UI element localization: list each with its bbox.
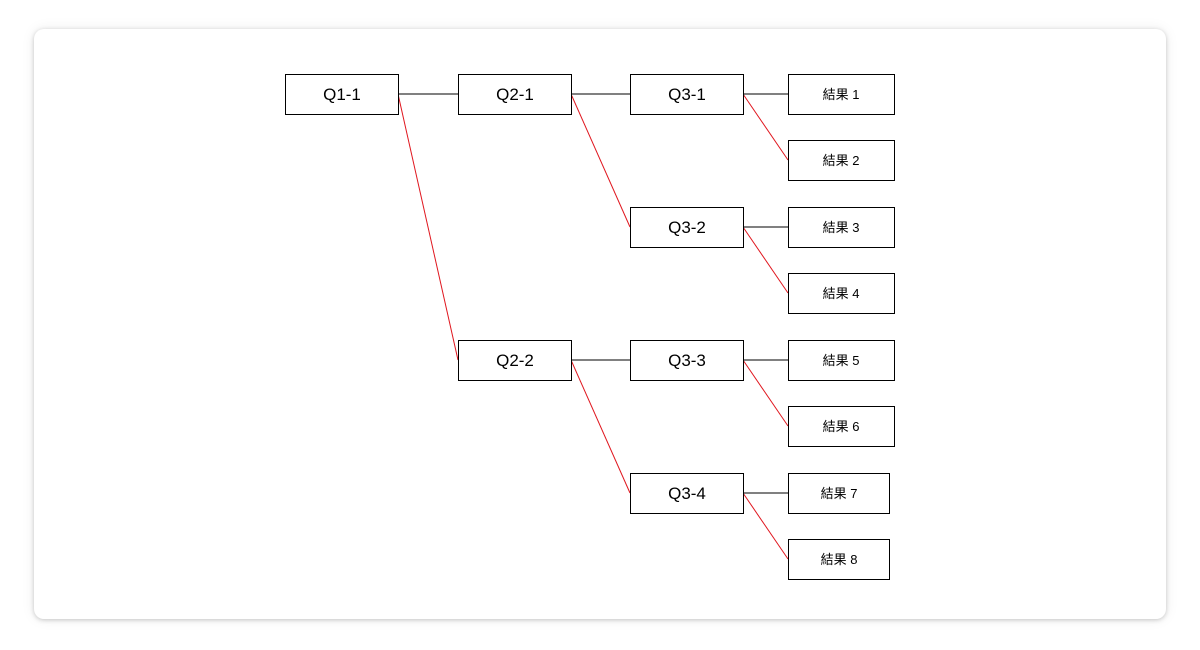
edges-layer [397, 93, 789, 560]
node-result-3: 結果 3 [788, 207, 895, 248]
node-q3-4: Q3-4 [630, 473, 744, 514]
node-result-1-label: 結果 1 [823, 87, 860, 102]
node-result-2-label: 結果 2 [823, 153, 860, 168]
node-result-6-label: 結果 6 [823, 419, 860, 434]
node-q1-1: Q1-1 [285, 74, 399, 115]
node-q2-1-label: Q2-1 [496, 85, 534, 104]
node-q3-2: Q3-2 [630, 207, 744, 248]
node-result-3-label: 結果 3 [823, 220, 860, 235]
edge-q2-1-to-q3-2 [570, 93, 631, 228]
node-q3-2-label: Q3-2 [668, 218, 706, 237]
diagram-card [34, 29, 1166, 619]
node-q3-1: Q3-1 [630, 74, 744, 115]
node-result-2: 結果 2 [788, 140, 895, 181]
node-result-6: 結果 6 [788, 406, 895, 447]
node-result-1: 結果 1 [788, 74, 895, 115]
node-result-7-label: 結果 7 [821, 486, 858, 501]
edge-q3-1-to-result-2 [742, 93, 789, 161]
node-result-4-label: 結果 4 [823, 286, 860, 301]
edge-q3-3-to-result-6 [742, 359, 789, 427]
node-q2-2: Q2-2 [458, 340, 572, 381]
node-result-4: 結果 4 [788, 273, 895, 314]
node-q3-1-label: Q3-1 [668, 85, 706, 104]
edge-q3-2-to-result-4 [742, 226, 789, 294]
node-q3-4-label: Q3-4 [668, 484, 706, 503]
node-q3-3-label: Q3-3 [668, 351, 706, 370]
node-q2-2-label: Q2-2 [496, 351, 534, 370]
node-result-7: 結果 7 [788, 473, 890, 514]
edge-q2-2-to-q3-4 [570, 359, 631, 494]
node-result-8: 結果 8 [788, 539, 890, 580]
node-q3-3: Q3-3 [630, 340, 744, 381]
node-result-5-label: 結果 5 [823, 353, 860, 368]
node-q2-1: Q2-1 [458, 74, 572, 115]
node-q1-1-label: Q1-1 [323, 85, 361, 104]
node-result-5: 結果 5 [788, 340, 895, 381]
node-result-8-label: 結果 8 [821, 552, 858, 567]
edge-q1-1-to-q2-2 [397, 93, 459, 361]
edge-q3-4-to-result-8 [742, 492, 789, 560]
